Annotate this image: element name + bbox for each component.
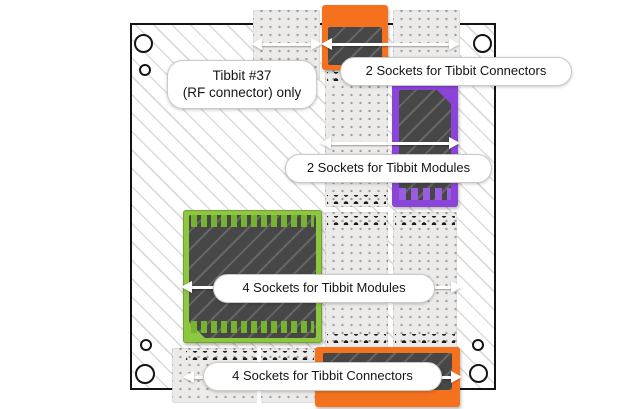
callout-text: 4 Sockets for Tibbit Modules — [242, 280, 406, 296]
module-castellation-bottom — [191, 321, 314, 333]
callout-text: 2 Sockets for Tibbit Connectors — [365, 63, 547, 79]
callout-line: (RF connector) only — [182, 84, 302, 100]
callout-top-connectors: 2 Sockets for Tibbit Connectors — [340, 57, 572, 86]
pin-dots-row — [327, 334, 386, 343]
callout-bottom-connectors: 4 Sockets for Tibbit Connectors — [203, 362, 442, 391]
module-socket-strip-upper — [325, 70, 388, 207]
mounting-hole-bottom-left-large — [135, 364, 155, 384]
callout-line: Tibbit #37 — [212, 67, 272, 83]
module-castellation-top — [191, 215, 314, 227]
mounting-hole-top-left-large — [134, 34, 153, 53]
callout-text: 4 Sockets for Tibbit Connectors — [232, 368, 413, 384]
callout-text: 2 Sockets for Tibbit Modules — [306, 160, 471, 176]
callout-upper-modules: 2 Sockets for Tibbit Modules — [285, 154, 492, 183]
pin-dots-row — [327, 195, 386, 204]
module-face — [399, 90, 451, 200]
mounting-hole-bottom-right-small — [472, 339, 484, 351]
mounting-hole-top-left-small — [139, 64, 151, 76]
mounting-hole-bottom-right-large — [469, 364, 488, 383]
pin-dots-row — [395, 216, 455, 225]
pin-dots-row — [186, 351, 314, 360]
pin-dots-row — [395, 334, 455, 343]
callout-lower-modules: 4 Sockets for Tibbit Modules — [213, 274, 435, 303]
pin-dots-row — [327, 216, 386, 225]
module-castellation — [399, 188, 451, 200]
mounting-hole-bottom-left-small — [140, 339, 152, 351]
mounting-hole-top-right-large — [473, 34, 492, 53]
callout-rf-connector-only: Tibbit #37 (RF connector) only — [167, 60, 317, 109]
